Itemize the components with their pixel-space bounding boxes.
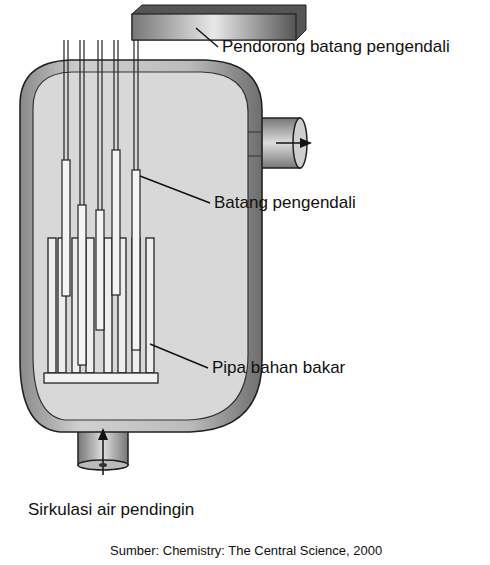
source-caption: Sumber: Chemistry: The Central Science, … (110, 543, 382, 558)
part-label: Pipa bahan bakar (212, 358, 345, 378)
part-label: Batang pengendali (214, 193, 356, 213)
part-label: Sirkulasi air pendingin (28, 500, 194, 520)
part-label: Pendorong batang pengendali (222, 37, 450, 57)
